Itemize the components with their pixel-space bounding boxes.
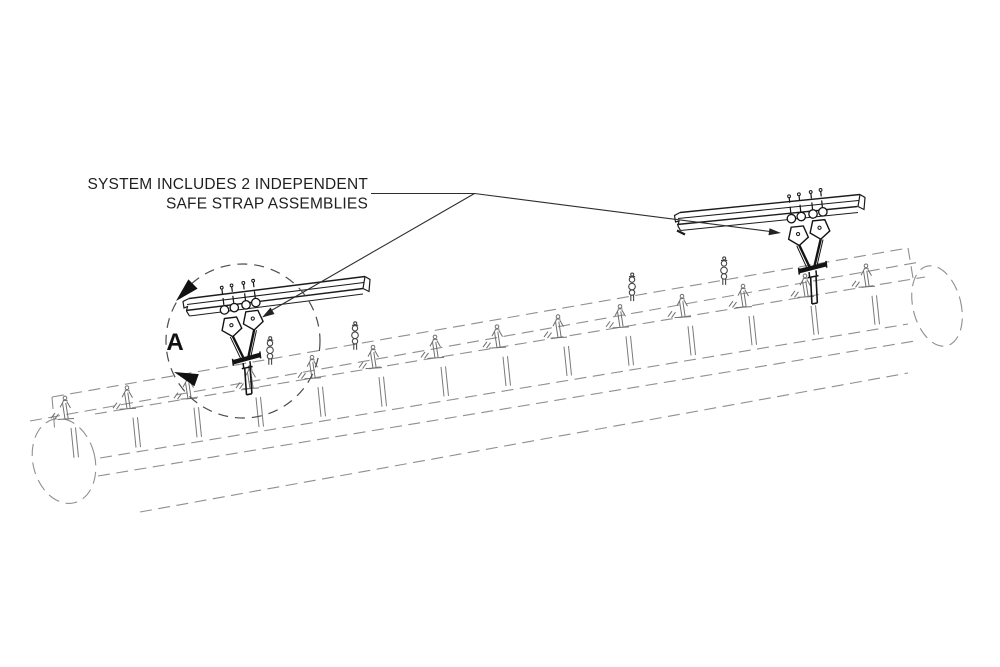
tube-rib [502, 356, 511, 387]
annotation-note: SYSTEM INCLUDES 2 INDEPENDENT SAFE STRAP… [87, 176, 368, 213]
safe-strap-assembly-left [216, 279, 271, 397]
rear-mount-clamp [720, 256, 728, 286]
view-direction-arrow-top [176, 279, 198, 301]
tube-left-end-cap [31, 418, 97, 504]
plate-right-end [907, 247, 914, 279]
tube-hidden-outline [29, 247, 963, 513]
rail-right-end-lug [676, 229, 686, 236]
leader-lines [270, 192, 771, 312]
tube-rib [871, 295, 880, 325]
rear-mount-clamp [351, 321, 359, 351]
plate-top-edge [51, 247, 909, 398]
tube-upper-silhouette [99, 323, 909, 459]
tube-rib [687, 325, 696, 356]
leader-to-right-assembly [371, 192, 771, 233]
plate-front-top-edge [29, 261, 921, 422]
tube-rib [378, 376, 387, 407]
tube-mount-stud [358, 344, 383, 370]
tube-mount-stud [235, 365, 260, 390]
rail-left-end-profile [182, 297, 191, 317]
tube-rib [317, 386, 326, 417]
rail-left-right-end [362, 275, 371, 293]
tube-rib [563, 346, 572, 377]
tube-rib [440, 366, 449, 397]
tube-mount-stud [482, 324, 507, 349]
rail-left [182, 275, 371, 317]
tube-rib [255, 396, 264, 428]
tube-bottom-silhouette [139, 372, 909, 513]
leader-to-left-assembly [270, 193, 475, 312]
view-label-a: A [166, 329, 183, 356]
tube-mount-stud [420, 334, 445, 359]
leader-arrowhead-left [262, 307, 275, 318]
tube-rib [70, 427, 79, 458]
leader-arrowhead-right [768, 228, 781, 236]
rear-mount-clamp [628, 272, 636, 302]
rail-right-end-profile [673, 211, 682, 231]
tube-fittings-layer [50, 256, 880, 458]
detail-view-circle [165, 263, 321, 419]
tube-mount-stud [50, 395, 75, 420]
view-direction-arrow-bottom [174, 372, 199, 387]
annotation-note-line2: SAFE STRAP ASSEMBLIES [166, 196, 368, 213]
tube-rib [193, 407, 202, 438]
tube-mount-stud [112, 385, 137, 410]
tube-mid-silhouette [97, 340, 916, 477]
tube-rib [748, 315, 757, 346]
plate-left-end [51, 396, 56, 434]
tube-right-end-cap [911, 265, 963, 347]
rail-right [673, 193, 866, 236]
tube-rib [625, 335, 634, 366]
rear-mount-clamp [266, 336, 274, 366]
rail-right-right-end [857, 193, 866, 211]
tube-rib [132, 417, 141, 448]
annotation-note-line1: SYSTEM INCLUDES 2 INDEPENDENT [87, 176, 368, 193]
plate-front-bottom-edge [94, 276, 926, 415]
tube-mount-stud [543, 314, 568, 339]
tube-mount-stud [851, 263, 876, 288]
tube-rib [810, 305, 819, 336]
